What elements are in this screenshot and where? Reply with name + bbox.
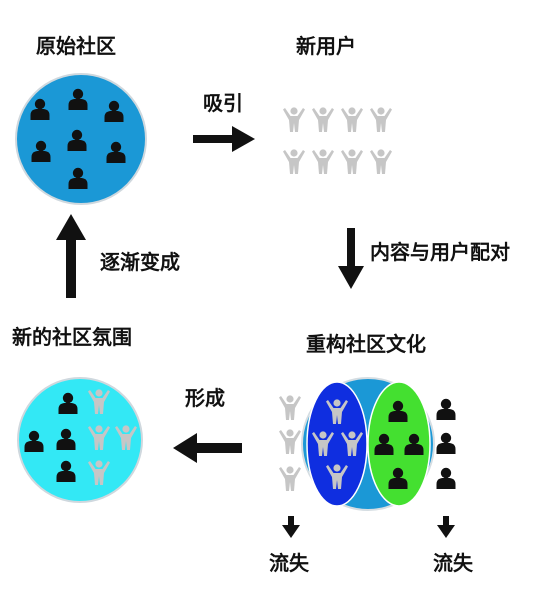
gradually-becomes-label: 逐渐变成 bbox=[100, 250, 180, 274]
churned-user-icon bbox=[279, 429, 301, 454]
attract-label: 吸引 bbox=[203, 91, 243, 115]
content-user-matching-label: 内容与用户配对 bbox=[370, 240, 510, 264]
new-user-icon bbox=[283, 149, 305, 174]
new-users-label: 新用户 bbox=[296, 34, 356, 58]
becomes-arrow-icon bbox=[56, 214, 86, 298]
churn-right-arrow-icon bbox=[437, 516, 455, 538]
new-user-icon bbox=[283, 107, 305, 132]
churned-user-icon bbox=[436, 467, 456, 489]
rebuild-community-culture-label: 重构社区文化 bbox=[306, 332, 426, 356]
churned-user-icon bbox=[279, 395, 301, 420]
new-community-circle bbox=[17, 377, 143, 503]
churned-user-icon bbox=[436, 432, 456, 454]
churn-right-label: 流失 bbox=[433, 551, 473, 575]
matching-arrow-icon bbox=[338, 228, 364, 289]
churned-user-icon bbox=[279, 466, 301, 491]
new-community-atmosphere-label: 新的社区氛围 bbox=[12, 325, 132, 349]
new-user-icon bbox=[341, 107, 363, 132]
churned-original-users bbox=[436, 398, 456, 489]
original-community-circle bbox=[15, 73, 147, 205]
formed-arrow-icon bbox=[173, 433, 242, 463]
formed-label: 形成 bbox=[185, 386, 225, 410]
churned-user-icon bbox=[436, 398, 456, 420]
churn-left-arrow-icon bbox=[282, 516, 300, 538]
churn-left-label: 流失 bbox=[269, 551, 309, 575]
new-user-icon bbox=[370, 149, 392, 174]
new-user-icon bbox=[341, 149, 363, 174]
original-community-label: 原始社区 bbox=[36, 34, 116, 58]
new-user-icon bbox=[312, 107, 334, 132]
community-culture-venn bbox=[301, 377, 435, 511]
new-user-icon bbox=[312, 149, 334, 174]
new-user-icon bbox=[370, 107, 392, 132]
new-users-group bbox=[283, 107, 392, 174]
attract-arrow-icon bbox=[193, 126, 255, 152]
churned-new-users bbox=[279, 395, 301, 491]
